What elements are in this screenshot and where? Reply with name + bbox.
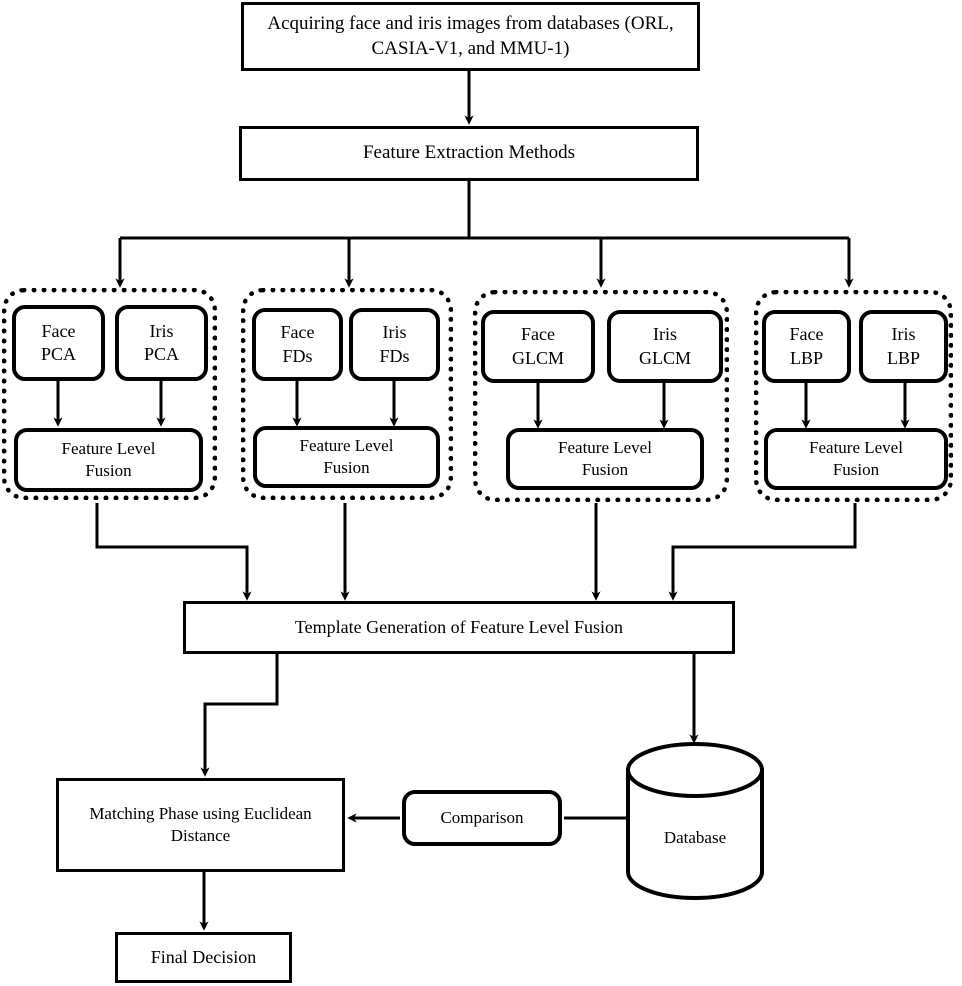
iris-fds-box[interactable]: Iris FDs — [349, 308, 440, 381]
face-pca-box[interactable]: Face PCA — [12, 305, 105, 381]
fds-fusion-box[interactable]: Feature Level Fusion — [253, 426, 440, 488]
final-decision-label: Final Decision — [150, 946, 257, 967]
face-fds-box[interactable]: Face FDs — [252, 308, 343, 381]
matching-phase-box[interactable]: Matching Phase using Euclidean Distance — [56, 778, 345, 872]
feature-extraction-box[interactable]: Feature Extraction Methods — [239, 126, 699, 181]
final-decision-box[interactable]: Final Decision — [115, 932, 292, 983]
database-cylinder-shape — [626, 742, 764, 900]
face-glcm-box[interactable]: Face GLCM — [481, 310, 595, 383]
iris-glcm-label: Iris GLCM — [638, 324, 691, 368]
matching-phase-label: Matching Phase using Euclidean Distance — [89, 804, 312, 845]
iris-glcm-box[interactable]: Iris GLCM — [607, 310, 723, 383]
template-generation-label: Template Generation of Feature Level Fus… — [294, 616, 624, 637]
face-lbp-label: Face LBP — [789, 324, 824, 368]
template-generation-box[interactable]: Template Generation of Feature Level Fus… — [183, 601, 735, 654]
edge-lbp-fusion-to-template — [668, 503, 857, 601]
face-pca-label: Face PCA — [40, 320, 76, 364]
group-pca — [2, 288, 217, 500]
lbp-fusion-box[interactable]: Feature Level Fusion — [764, 428, 948, 490]
iris-pca-box[interactable]: Iris PCA — [115, 305, 208, 381]
lbp-fusion-label: Feature Level Fusion — [809, 438, 903, 479]
edge-pca-fusion-to-template — [95, 503, 252, 601]
pca-fusion-box[interactable]: Feature Level Fusion — [14, 428, 203, 492]
comparison-box[interactable]: Comparison — [402, 790, 562, 846]
face-lbp-box[interactable]: Face LBP — [762, 310, 851, 383]
acquire-images-label: Acquiring face and iris images from data… — [267, 13, 674, 59]
iris-lbp-box[interactable]: Iris LBP — [859, 310, 948, 383]
glcm-fusion-box[interactable]: Feature Level Fusion — [506, 428, 704, 490]
glcm-fusion-label: Feature Level Fusion — [558, 438, 652, 479]
edge-template-to-matching — [200, 654, 279, 777]
iris-lbp-label: Iris LBP — [886, 324, 920, 368]
iris-fds-label: Iris FDs — [379, 322, 410, 366]
group-fds — [241, 288, 453, 500]
group-lbp — [754, 290, 953, 502]
database-label: Database — [663, 828, 727, 847]
iris-pca-label: Iris PCA — [143, 320, 179, 364]
comparison-label: Comparison — [440, 808, 524, 828]
face-glcm-label: Face GLCM — [511, 324, 564, 368]
fds-fusion-label: Feature Level Fusion — [299, 436, 394, 477]
pca-fusion-label: Feature Level Fusion — [61, 439, 156, 480]
face-fds-label: Face FDs — [280, 322, 315, 366]
group-glcm — [473, 290, 729, 502]
acquire-images-box[interactable]: Acquiring face and iris images from data… — [241, 2, 700, 71]
feature-extraction-label: Feature Extraction Methods — [362, 142, 576, 164]
